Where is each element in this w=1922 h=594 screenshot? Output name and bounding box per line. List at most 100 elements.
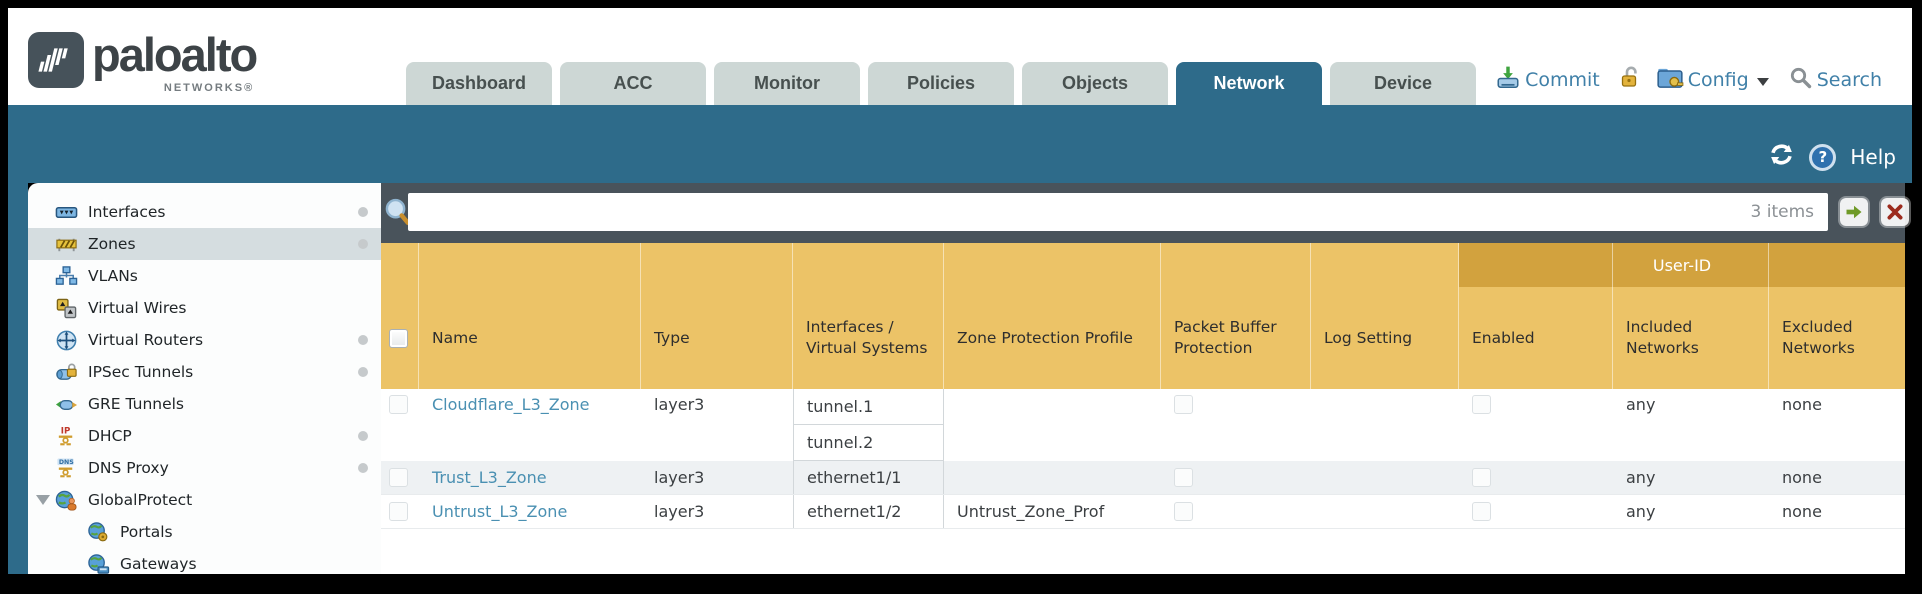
- zone-name-link[interactable]: Cloudflare_L3_Zone: [432, 395, 590, 414]
- status-dot: [358, 239, 368, 249]
- sidebar-item-label: DNS Proxy: [88, 459, 169, 477]
- sidebar-item-label: GlobalProtect: [88, 491, 193, 509]
- user-id-group-header: User-ID: [1459, 243, 1905, 287]
- vlans-icon: [55, 265, 78, 292]
- zones-content: 3 items User-ID Name Type Interfac: [381, 183, 1909, 574]
- packet-buffer-protection-checkbox[interactable]: [1174, 502, 1193, 521]
- sidebar-item-label: Interfaces: [88, 203, 166, 221]
- zone-protection-profile-cell: Untrust_Zone_Prof: [957, 502, 1105, 521]
- row-checkbox[interactable]: [389, 502, 408, 521]
- logo-sub-wordmark: NETWORKS®: [163, 82, 255, 94]
- commit-icon: [1495, 65, 1521, 96]
- column-header-log-setting[interactable]: Log Setting: [1311, 243, 1459, 389]
- sidebar-item-ipsec-tunnels[interactable]: IPSec Tunnels: [28, 356, 381, 388]
- collapse-triangle-icon[interactable]: [36, 495, 50, 505]
- clear-filter-button[interactable]: [1881, 198, 1909, 226]
- global-search-button[interactable]: Search: [1816, 69, 1882, 91]
- config-menu-button[interactable]: Config: [1687, 69, 1749, 91]
- tab-device[interactable]: Device: [1330, 62, 1476, 105]
- commit-button[interactable]: Commit: [1525, 69, 1600, 91]
- sidebar-item-label: DHCP: [88, 427, 132, 445]
- ipsec-tunnels-icon: [55, 361, 78, 388]
- sidebar-item-label: Portals: [120, 523, 173, 541]
- packet-buffer-protection-checkbox[interactable]: [1174, 395, 1193, 414]
- gateways-icon: [87, 553, 110, 574]
- tab-monitor[interactable]: Monitor: [714, 62, 860, 105]
- dhcp-icon: IP: [55, 425, 78, 452]
- interfaces-icon: [55, 201, 78, 228]
- sidebar-item-interfaces[interactable]: Interfaces: [28, 196, 381, 228]
- sidebar-item-portals[interactable]: Portals: [28, 516, 381, 548]
- sidebar-item-dns-proxy[interactable]: DNS DNS Proxy: [28, 452, 381, 484]
- sidebar-item-label: GRE Tunnels: [88, 395, 185, 413]
- zones-table-header: User-ID Name Type Interfaces / Virtual S…: [381, 243, 1905, 389]
- zones-table-body: Cloudflare_L3_Zone layer3 tunnel.1 tunne…: [381, 389, 1905, 529]
- sidebar-item-vlans[interactable]: VLANs: [28, 260, 381, 292]
- row-checkbox[interactable]: [389, 468, 408, 487]
- status-dot: [358, 335, 368, 345]
- log-setting-cell: [1311, 389, 1459, 461]
- sidebar-item-virtual-routers[interactable]: Virtual Routers: [28, 324, 381, 356]
- table-row: Cloudflare_L3_Zone layer3 tunnel.1 tunne…: [381, 389, 1905, 461]
- sidebar-item-label: Virtual Routers: [88, 331, 204, 349]
- globalprotect-icon: [55, 489, 78, 516]
- sidebar-item-zones[interactable]: Zones: [28, 228, 381, 260]
- help-icon[interactable]: ?: [1809, 143, 1837, 171]
- sidebar-item-label: Gateways: [120, 555, 197, 573]
- svg-text:IP: IP: [61, 427, 71, 437]
- row-checkbox[interactable]: [389, 395, 408, 414]
- tab-policies[interactable]: Policies: [868, 62, 1014, 105]
- zone-protection-profile-cell: [944, 461, 1161, 494]
- excluded-networks-cell: none: [1782, 502, 1822, 521]
- tab-dashboard[interactable]: Dashboard: [406, 62, 552, 105]
- portals-icon: [87, 521, 110, 548]
- tab-network[interactable]: Network: [1176, 62, 1322, 105]
- excluded-networks-cell: none: [1782, 395, 1822, 414]
- help-link[interactable]: Help: [1850, 145, 1896, 169]
- column-header-excluded-networks[interactable]: Excluded Networks: [1782, 318, 1855, 357]
- main-nav-tabs: Dashboard ACC Monitor Policies Objects N…: [406, 62, 1476, 105]
- unlock-icon[interactable]: [1618, 65, 1642, 96]
- sidebar-item-gre-tunnels[interactable]: GRE Tunnels: [28, 388, 381, 420]
- tab-acc[interactable]: ACC: [560, 62, 706, 105]
- left-accent-strip: [8, 183, 28, 574]
- table-row: Untrust_L3_Zone layer3 ethernet1/2 Untru…: [381, 495, 1905, 529]
- user-id-enabled-checkbox[interactable]: [1472, 468, 1491, 487]
- packet-buffer-protection-checkbox[interactable]: [1174, 468, 1193, 487]
- apply-filter-button[interactable]: [1840, 198, 1868, 226]
- column-header-name[interactable]: Name: [419, 243, 641, 389]
- status-dot: [358, 367, 368, 377]
- column-header-packet-buffer-protection[interactable]: Packet Buffer Protection: [1161, 243, 1311, 389]
- user-id-enabled-checkbox[interactable]: [1472, 395, 1491, 414]
- zone-interfaces-cell: ethernet1/1: [793, 461, 944, 494]
- logo-wordmark: paloalto: [92, 28, 258, 81]
- chevron-down-icon[interactable]: [1756, 78, 1769, 86]
- filter-input[interactable]: [408, 193, 1828, 231]
- interface-entry: tunnel.1: [794, 389, 943, 425]
- included-networks-cell: any: [1626, 395, 1656, 414]
- paloalto-waves-icon: [28, 32, 84, 88]
- refresh-icon[interactable]: [1768, 141, 1795, 173]
- tab-objects[interactable]: Objects: [1022, 62, 1168, 105]
- section-banner: ? Help: [8, 105, 1912, 183]
- column-header-included-networks[interactable]: Included Networks: [1613, 243, 1769, 389]
- column-header-type[interactable]: Type: [641, 243, 793, 389]
- sidebar-item-gateways[interactable]: Gateways: [28, 548, 381, 574]
- user-id-enabled-checkbox[interactable]: [1472, 502, 1491, 521]
- included-networks-cell: any: [1626, 468, 1656, 487]
- sidebar-item-label: VLANs: [88, 267, 138, 285]
- interface-entry: tunnel.2: [794, 425, 943, 461]
- sidebar-item-globalprotect[interactable]: GlobalProtect: [28, 484, 381, 516]
- zone-type-cell: layer3: [654, 395, 705, 414]
- sidebar-item-label: Zones: [88, 235, 136, 253]
- column-header-interfaces[interactable]: Interfaces / Virtual Systems: [793, 243, 944, 389]
- zone-name-link[interactable]: Trust_L3_Zone: [432, 468, 547, 487]
- column-header-enabled[interactable]: Enabled: [1459, 243, 1613, 389]
- sidebar-item-dhcp[interactable]: IP DHCP: [28, 420, 381, 452]
- sidebar-item-virtual-wires[interactable]: Virtual Wires: [28, 292, 381, 324]
- top-header: paloalto NETWORKS® Dashboard ACC Monitor…: [8, 8, 1912, 105]
- items-count-label: 3 items: [1750, 202, 1814, 222]
- column-header-zone-protection-profile[interactable]: Zone Protection Profile: [944, 243, 1161, 389]
- select-all-checkbox[interactable]: [389, 328, 408, 348]
- zone-name-link[interactable]: Untrust_L3_Zone: [432, 502, 568, 521]
